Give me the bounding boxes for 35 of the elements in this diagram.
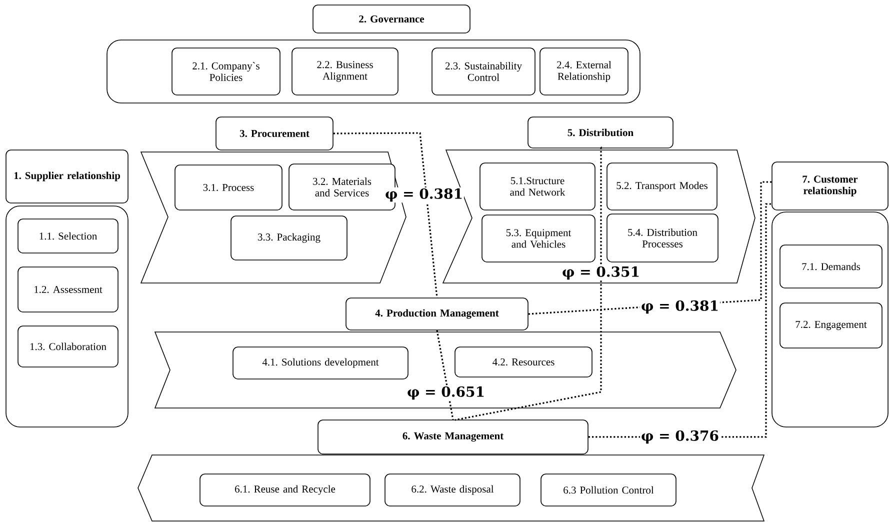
item-box: 3.1. Process [174,164,282,210]
item-box: 1.1. Selection [18,218,118,254]
item-box: 2.2. Business Alignment [292,48,398,96]
item-box: 1.3. Collaboration [18,326,118,368]
edge-label: φ = 0.381 [640,299,720,315]
edge-label: φ = 0.381 [384,187,464,203]
heading-box: 4. Production Management [346,298,528,330]
heading-box: 3. Procurement [216,116,334,150]
item-box: 5.2. Transport Modes [606,162,718,210]
item-box: 2.4. External Relationship [540,48,628,96]
item-box: 4.1. Solutions development [232,346,408,380]
heading-box: 6. Waste Management [318,420,588,454]
item-box: 7.1. Demands [780,244,882,288]
item-box: 3.3. Packaging [230,216,348,260]
item-box: 4.2. Resources [454,346,592,378]
dotted-connector [436,330,454,420]
heading-box: 2. Governance [312,4,470,34]
heading-box: 7. Customer relationship [772,162,888,210]
item-box: 2.3. Sustainability Control [432,48,536,96]
heading-box: 1. Supplier relationship [6,150,128,204]
edge-label: φ = 0.651 [406,385,486,401]
dotted-connector [333,132,438,298]
item-box: 1.2. Assessment [18,266,118,312]
item-box: 6.1. Reuse and Recycle [200,474,370,506]
item-box: 5.3. Equipment and Vehicles [482,214,596,262]
edge-label: φ = 0.351 [561,265,641,281]
edge-label: φ = 0.376 [640,429,720,445]
item-box: 6.2. Waste disposal [384,474,520,506]
heading-box: 5. Distribution [528,116,674,148]
item-box: 6.3 Pollution Control [540,474,676,506]
item-box: 2.1. Company`s Policies [172,48,280,96]
dotted-connector [454,146,602,421]
item-box: 7.2. Engagement [780,302,882,348]
item-box: 5.4. Distribution Processes [606,214,718,262]
item-box: 5.1.Structure and Network [480,162,596,210]
